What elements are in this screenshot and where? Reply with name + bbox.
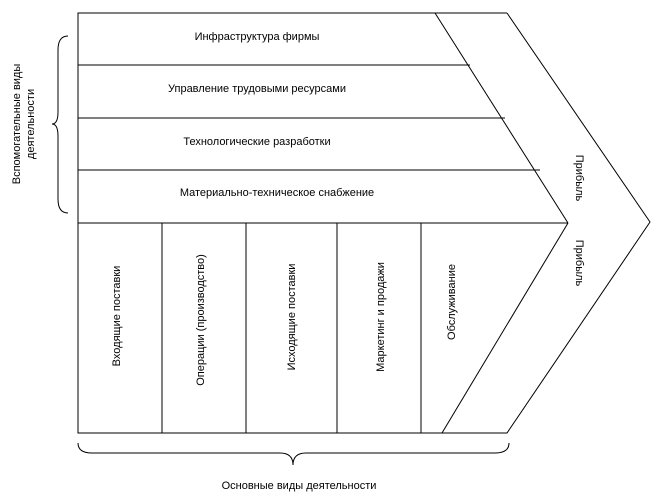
support-row-label-3: Технологические разработки [183,136,330,148]
support-activities-label-line2: деятельности [25,89,37,159]
margin-boundary-upper [434,12,569,224]
primary-activities-label: Основные виды деятельности [222,480,377,492]
support-activities-label-line1: Вспомогательные виды [11,64,23,185]
margin-label-upper: Прибыль [573,155,585,202]
margin-boundary-lower [441,222,569,434]
primary-col-label-2: Операции (производство) [195,254,207,386]
primary-col-label-4: Маркетинг и продажи [375,262,387,372]
support-brace [51,35,69,214]
primary-brace [77,442,510,466]
primary-col-label-5: Обслуживание [446,264,458,340]
primary-col-label-1: Входящие поставки [111,266,123,367]
margin-label-lower: Прибыль [573,240,585,287]
support-row-label-4: Материально-техническое снабжение [180,187,374,199]
support-row-label-2: Управление трудовыми ресурсами [168,83,346,95]
support-row-label-1: Инфраструктура фирмы [195,31,320,43]
primary-col-label-3: Исходящие поставки [286,264,298,371]
chain-outline [77,12,651,434]
